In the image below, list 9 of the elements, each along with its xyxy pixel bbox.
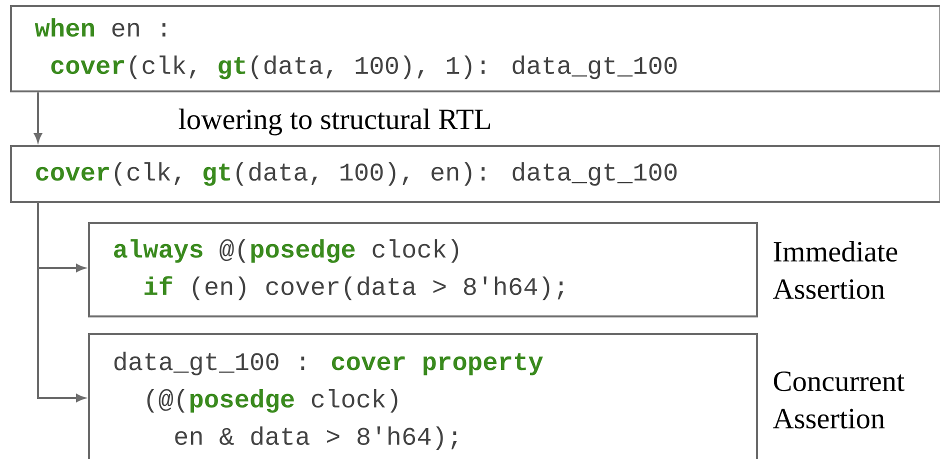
code-box: always @(posedge clock) if (en) cover(data > 8'h64); (88, 222, 758, 318)
code-box: data_gt_100 : cover property (@(posedge clock) en & data > 8'h64); (88, 333, 758, 459)
arrow (34, 92, 42, 142)
arrow (37, 203, 86, 402)
side-label: Immediate Assertion (773, 241, 898, 299)
edge-label: lowering to structural RTL (178, 108, 490, 136)
code-box: cover(clk, gt(data, 100), en): data_gt_100 (10, 145, 940, 203)
code-box: when en : cover(clk, gt(data, 100), 1): data_gt_100 (10, 5, 940, 92)
side-label: Concurrent Assertion (773, 371, 904, 429)
